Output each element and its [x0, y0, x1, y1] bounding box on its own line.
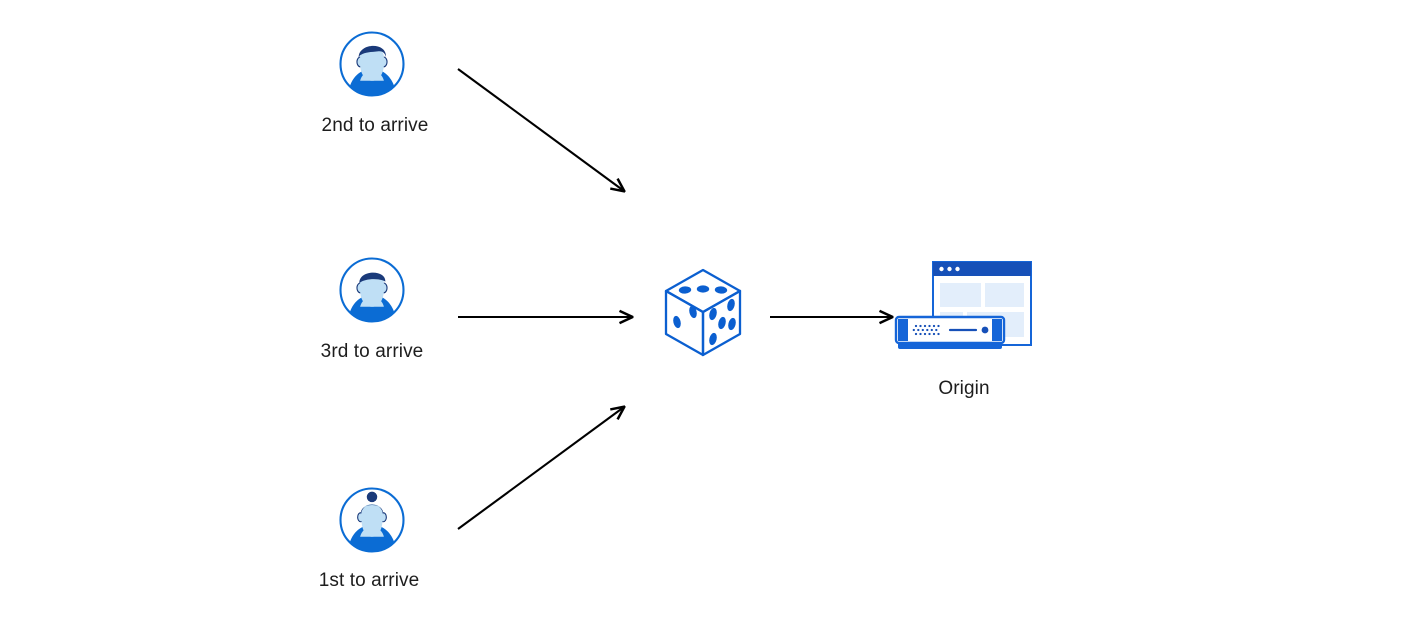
user-avatar-icon [339, 257, 405, 323]
node-load-balancer [661, 267, 745, 359]
node-origin [893, 255, 1038, 365]
browser-window-icon [932, 261, 1032, 346]
user-avatar-icon [339, 31, 405, 97]
node-client-2 [337, 29, 407, 99]
user-avatar-icon [339, 487, 405, 553]
arrow-client1-to-dice [457, 407, 624, 530]
label-origin: Origin [938, 378, 990, 399]
node-client-1 [337, 485, 407, 555]
arrow-client2-to-dice [457, 68, 624, 191]
label-client-1: 1st to arrive [318, 570, 420, 591]
node-client-3 [337, 255, 407, 325]
origin-server-icon [894, 261, 1032, 349]
dice-icon [664, 268, 742, 357]
label-client-2: 2nd to arrive [321, 115, 429, 136]
label-client-3: 3rd to arrive [320, 341, 424, 362]
server-appliance-icon [894, 315, 1006, 349]
